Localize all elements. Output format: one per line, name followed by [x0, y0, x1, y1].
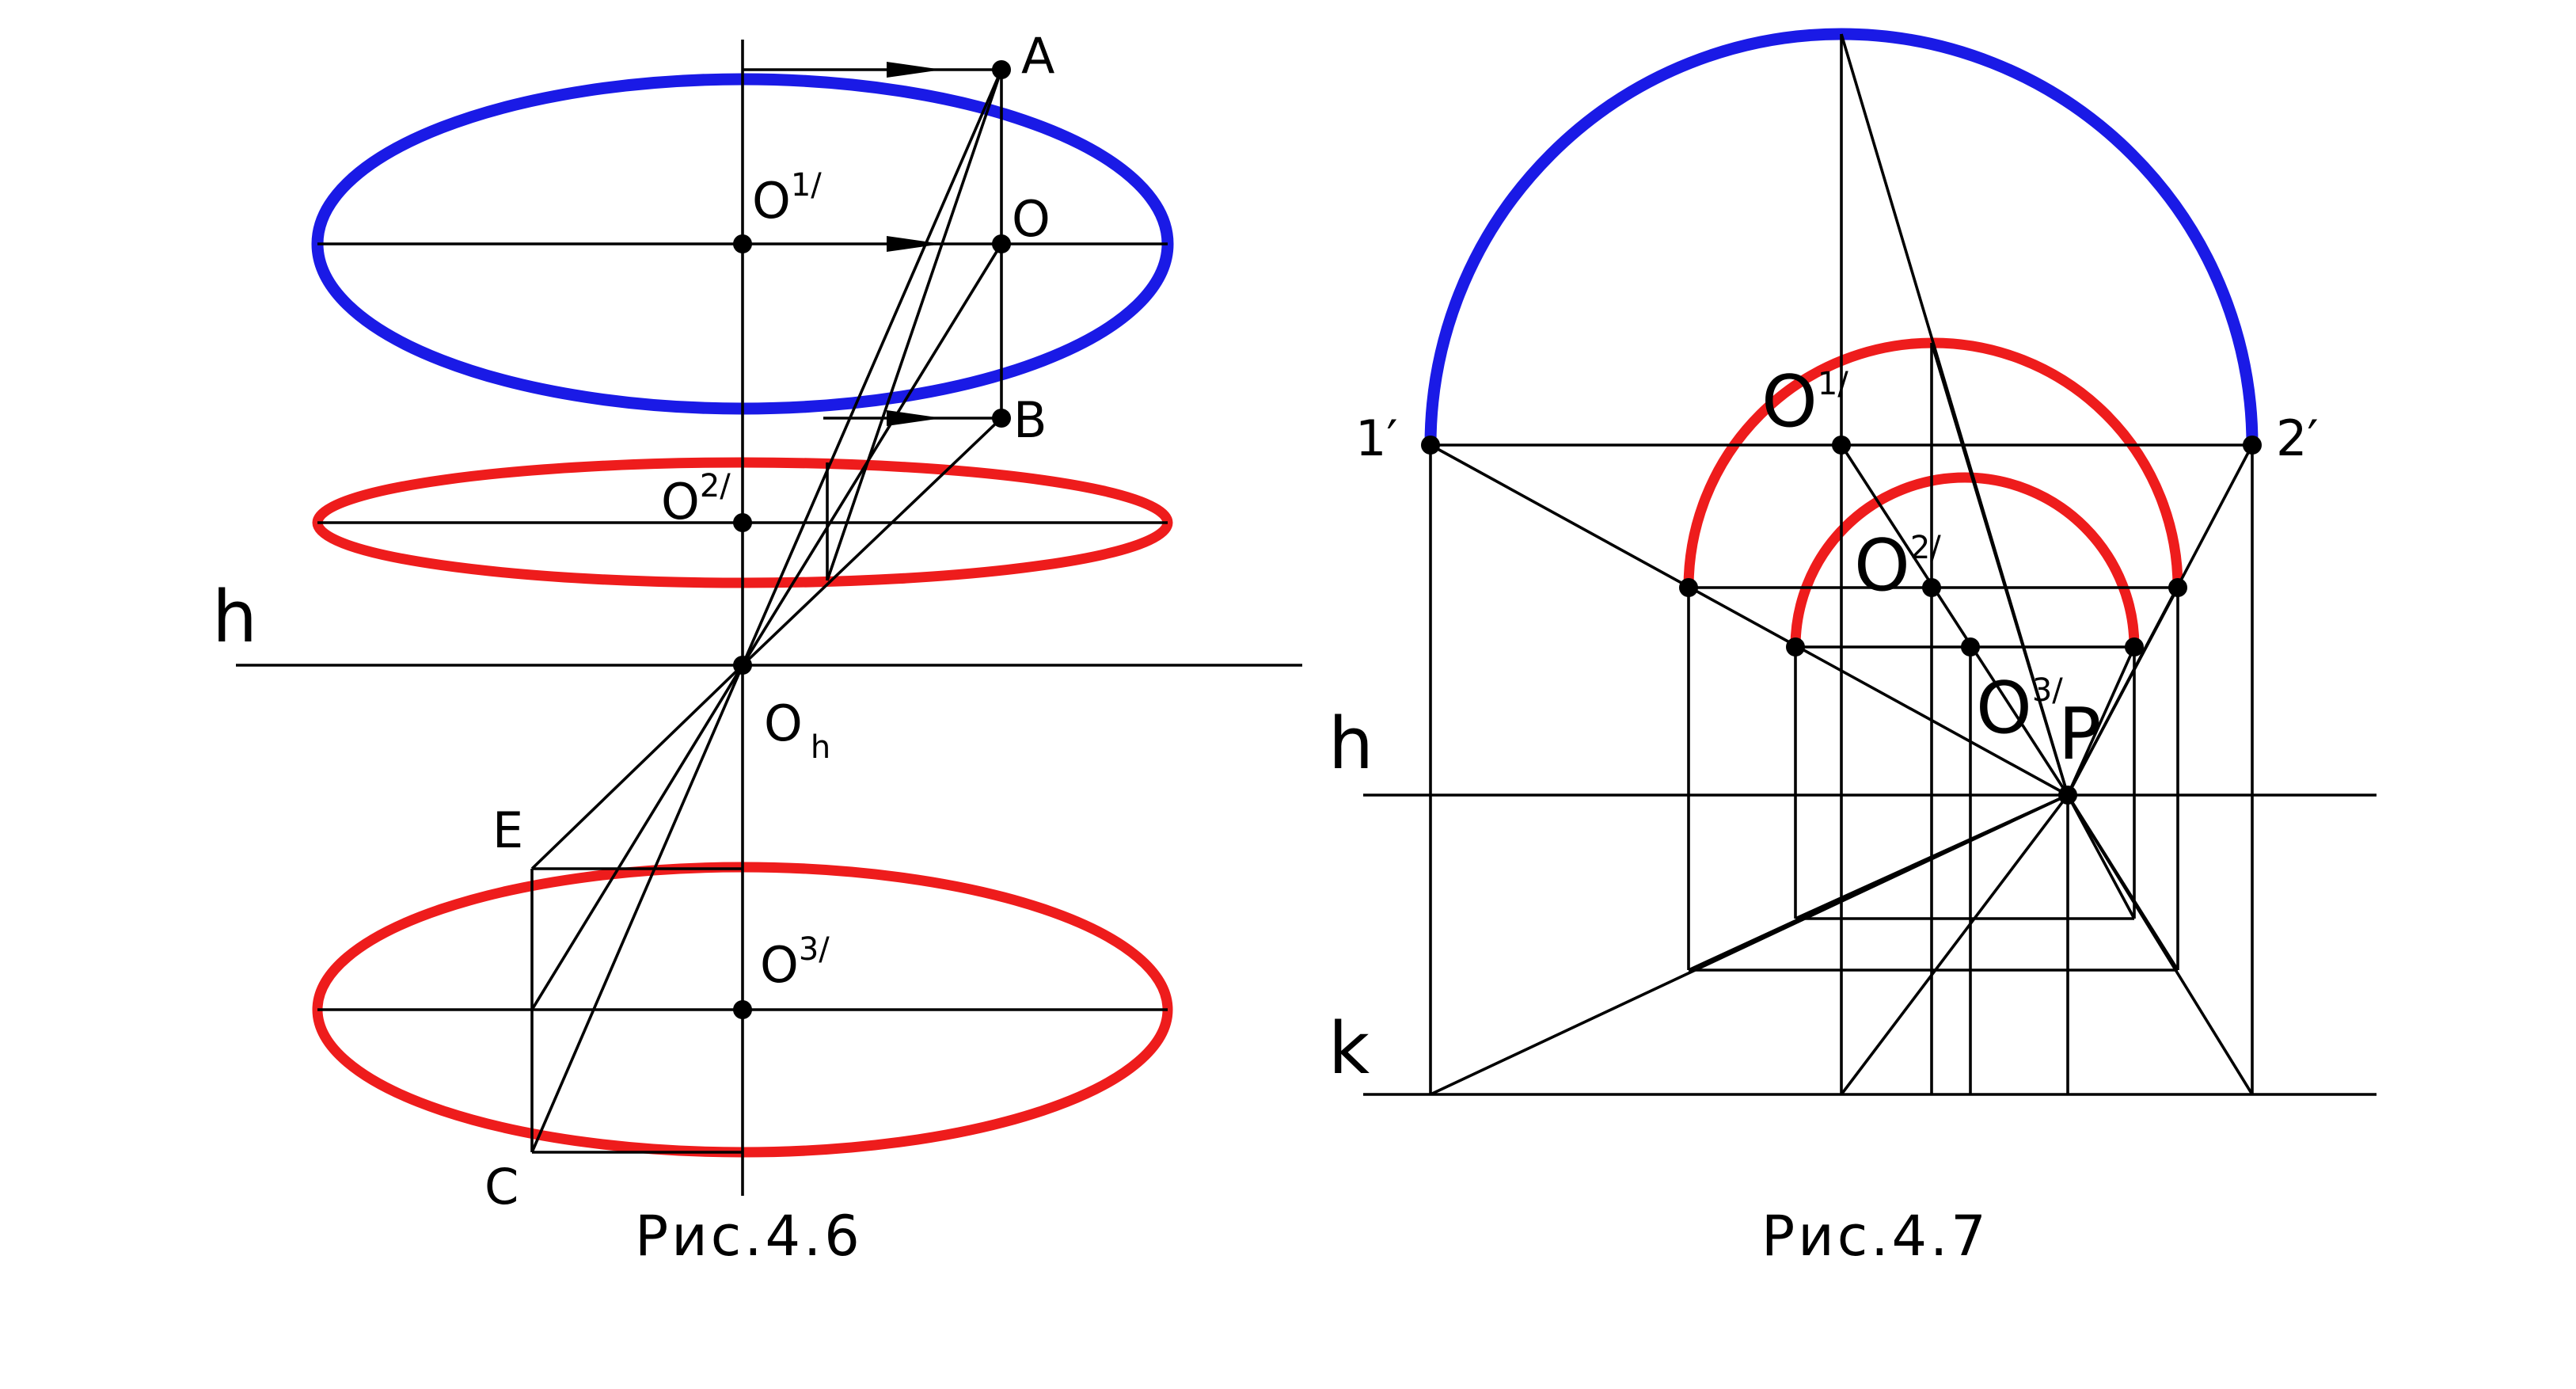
label-O: O: [1012, 190, 1051, 248]
point-in-left: [1786, 637, 1805, 656]
point-1: [1421, 436, 1440, 455]
point-O1: [1832, 436, 1851, 455]
ray-Oh-A-left: [741, 69, 1003, 666]
label-A: A: [1021, 27, 1054, 85]
label-E: E: [492, 801, 523, 859]
point-Oh: [733, 656, 752, 675]
label-O1: O1/: [1761, 360, 1848, 443]
point-O1: [733, 234, 752, 253]
point-O3: [1961, 637, 1980, 656]
label-h: h: [212, 576, 257, 659]
label-1: 1′: [1355, 409, 1398, 467]
ray-Oh-lower-mid: [530, 664, 744, 1010]
diag-P-inright: [2066, 794, 2136, 919]
label-P: P: [2058, 693, 2101, 776]
arrowhead-A: [887, 62, 942, 78]
point-O2: [1922, 578, 1941, 597]
ray-Oh-E: [530, 664, 744, 870]
label-O1: O1/: [752, 167, 822, 230]
point-2: [2243, 436, 2262, 455]
label-C: C: [484, 1158, 519, 1216]
diag-P-k-center: [1840, 793, 2069, 1096]
point-O2: [733, 513, 752, 532]
point-in-right: [2125, 637, 2144, 656]
ray-Oh-A-right: [826, 69, 1003, 581]
point-mid-left: [1679, 578, 1698, 597]
diag-P-midright-top: [2066, 587, 2179, 796]
label-k: k: [1328, 1007, 1370, 1090]
point-B: [992, 409, 1011, 428]
label-O2: O2/: [1854, 524, 1941, 607]
diag-1-P: [1430, 443, 2069, 797]
ray-Oh-C: [530, 664, 744, 1153]
label-h: h: [1328, 702, 1373, 786]
figure-4-7: 1′ 2′ h k P O1/ O2/ O3/ Рис.4.7: [1328, 28, 2377, 1269]
point-mid-right: [2168, 578, 2187, 597]
label-B: B: [1013, 391, 1047, 449]
diag-O1-P: [1840, 444, 2069, 796]
arrowhead-O: [887, 236, 942, 252]
point-A: [992, 60, 1011, 79]
diag-P-midright: [2066, 794, 2179, 971]
label-O2: O2/: [661, 468, 731, 531]
diag-P-inleft: [1795, 793, 2069, 920]
red-semicircle-inner: [1790, 472, 2140, 648]
ray-Oh-B: [741, 417, 1003, 667]
label-O3: O3/: [760, 931, 830, 994]
caption-fig-4-7: Рис.4.7: [1761, 1204, 1989, 1269]
caption-fig-4-6: Рис.4.6: [635, 1204, 863, 1269]
point-O3: [733, 1000, 752, 1019]
point-O: [992, 234, 1011, 253]
ray-Oh-O: [741, 243, 1003, 666]
diag-arcpeak-P: [1930, 342, 2069, 796]
point-P: [2058, 786, 2077, 805]
label-2: 2′: [2276, 409, 2319, 467]
diag-P-inright-top: [2066, 646, 2136, 796]
label-O3: O3/: [1976, 667, 2063, 750]
arrowhead-B: [887, 410, 942, 426]
